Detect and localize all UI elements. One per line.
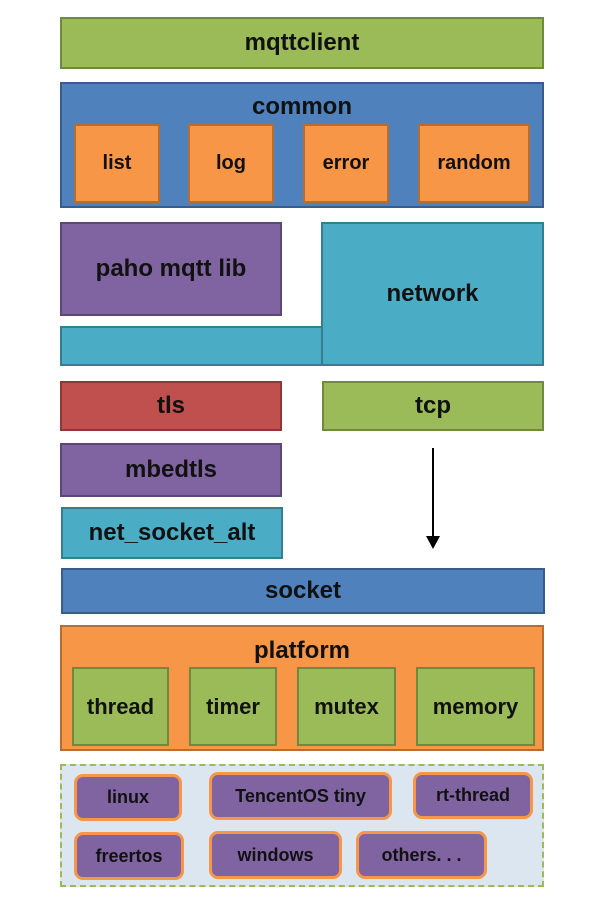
network-block: network [321, 222, 544, 366]
network-base-strip [60, 326, 330, 366]
os-item-label: others. . . [381, 844, 462, 865]
os-item-label: freertos [95, 845, 163, 866]
mbedtls-label: mbedtls [124, 456, 217, 483]
mqttclient-label: mqttclient [244, 29, 360, 56]
common-item-label: list [102, 152, 132, 174]
os-item-others: others. . . [356, 831, 487, 879]
os-item-label: TencentOS tiny [235, 785, 366, 806]
platform-item-mutex: mutex [297, 667, 396, 746]
os-item-linux: linux [74, 774, 182, 821]
common-item-error: error [303, 124, 389, 203]
common-item-list: list [74, 124, 160, 203]
paho-mqtt-lib-block: paho mqtt lib [60, 222, 282, 316]
net-socket-alt-label: net_socket_alt [88, 519, 256, 546]
os-item-label: windows [237, 844, 314, 865]
os-item-windows: windows [209, 831, 342, 879]
platform-item-label: thread [86, 693, 155, 719]
common-item-random: random [418, 124, 530, 203]
common-title: common [251, 93, 352, 120]
mbedtls-block: mbedtls [60, 443, 282, 497]
socket-label: socket [264, 577, 342, 604]
common-item-label: log [216, 152, 246, 174]
mqttclient-block: mqttclient [60, 17, 544, 69]
os-item-label: linux [106, 787, 149, 807]
os-item-rt-thread: rt-thread [413, 772, 533, 819]
os-item-tencentos-tiny: TencentOS tiny [209, 772, 392, 820]
net-socket-alt-block: net_socket_alt [61, 507, 283, 559]
platform-item-memory: memory [416, 667, 535, 746]
tcp-label: tcp [415, 392, 451, 419]
platform-title: platform [254, 637, 350, 664]
down-arrow-icon [426, 448, 440, 549]
platform-item-label: mutex [314, 693, 379, 719]
platform-item-label: timer [206, 693, 260, 719]
tls-block: tls [60, 381, 282, 431]
tls-label: tls [156, 392, 185, 419]
common-item-label: random [437, 152, 511, 174]
common-item-label: error [322, 152, 370, 174]
platform-item-label: memory [432, 693, 519, 719]
socket-block: socket [61, 568, 545, 614]
os-item-label: rt-thread [435, 785, 510, 805]
platform-item-thread: thread [72, 667, 169, 746]
network-label: network [386, 280, 479, 307]
tcp-block: tcp [322, 381, 544, 431]
paho-mqtt-lib-label: paho mqtt lib [95, 255, 247, 282]
common-item-log: log [188, 124, 274, 203]
os-item-freertos: freertos [74, 832, 184, 880]
platform-item-timer: timer [189, 667, 277, 746]
